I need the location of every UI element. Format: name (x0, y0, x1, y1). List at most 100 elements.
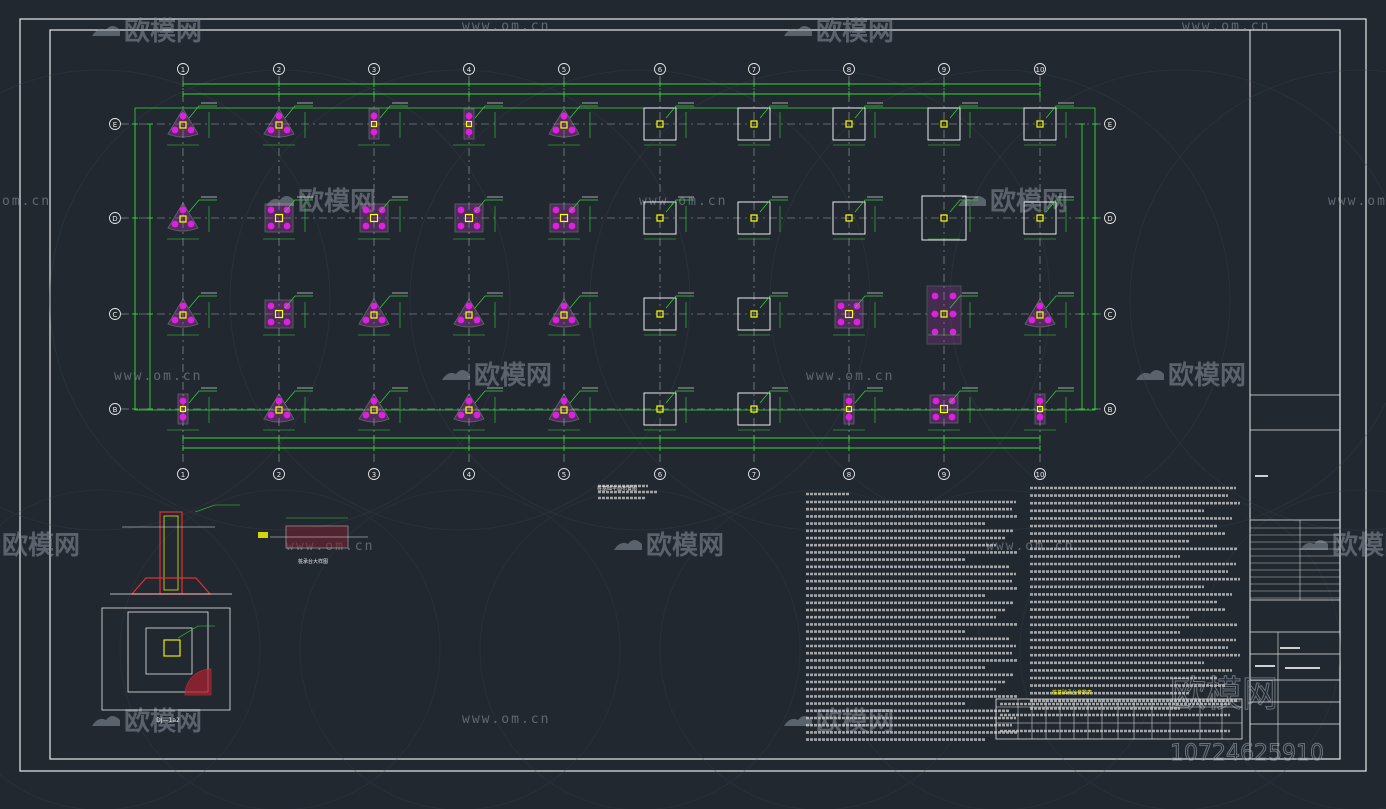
leader-line (569, 295, 598, 309)
axis-label-column: 1 (181, 66, 185, 74)
leader-line (949, 295, 978, 309)
axis-bubble (938, 63, 950, 75)
pile-marker (362, 316, 370, 324)
pile-marker (552, 126, 560, 134)
pier-outline (559, 213, 569, 223)
pile-marker (267, 302, 275, 310)
watermark-brand-text: 欧模网 (1332, 530, 1386, 561)
footing-tri (167, 102, 217, 146)
axis-bubble (748, 468, 760, 480)
leader-line (854, 105, 883, 119)
watermark-sofa-icon (784, 26, 812, 36)
pile-marker (568, 316, 576, 324)
spread-footing (737, 392, 771, 426)
watermark-logo: 欧模网 (92, 16, 202, 47)
axis-bubble (1104, 308, 1116, 320)
watermark-brand-text: 欧模网 (2, 530, 80, 561)
axis-bubble (558, 468, 570, 480)
pile-marker (171, 126, 179, 134)
pile-marker (457, 316, 465, 324)
leader-line (949, 199, 978, 213)
pile-marker (457, 222, 465, 230)
leader-line (474, 199, 503, 213)
footing-sq (1023, 102, 1074, 146)
axis-label-column: 2 (277, 471, 281, 479)
pier-outline (275, 121, 283, 129)
axis-bubble (1034, 63, 1046, 75)
pier-outline (656, 310, 664, 318)
table-title: 桩基础承台参数表 (1052, 689, 1092, 696)
pile-marker (362, 206, 370, 214)
pier-outline (1036, 120, 1044, 128)
leader-line (284, 105, 313, 119)
pile-marker (465, 302, 473, 310)
pier-outline (940, 214, 948, 222)
footing-quad (453, 196, 503, 240)
watermark-url-text: www.om.cn (462, 712, 550, 727)
axis-label-row: D (112, 215, 117, 223)
pile-marker (845, 397, 853, 405)
pier-outline (464, 213, 474, 223)
foundation-plan-title: 桩基础平面布置图 (597, 485, 637, 492)
pier-outline (560, 406, 568, 414)
pile-marker (267, 222, 275, 230)
axis-label-column: 5 (562, 66, 566, 74)
pier-outline (845, 120, 853, 128)
watermark-arc (1199, 489, 1386, 809)
axis-bubble (843, 63, 855, 75)
watermark-arc (229, 69, 691, 531)
pile-marker (457, 411, 465, 419)
pile-marker (179, 302, 187, 310)
leader-line (1045, 105, 1074, 119)
footing-quad (928, 387, 978, 431)
pile-marker (552, 316, 560, 324)
footing-sq (737, 196, 788, 240)
rect-cap (368, 108, 380, 140)
watermark-arc (299, 489, 621, 809)
pier-outline (274, 213, 284, 223)
watermark-sofa-icon (958, 196, 986, 206)
footing-quad (358, 196, 408, 240)
footing-sq (737, 102, 788, 146)
watermark-url-text: www.om.cn (462, 19, 550, 34)
leader-line (569, 199, 598, 213)
pile-marker (275, 112, 283, 120)
pile-marker (948, 413, 956, 421)
leader-line (759, 390, 788, 404)
watermark-logo: 欧模网 (958, 186, 1068, 217)
plan-step-outer (127, 611, 209, 693)
watermark-arc (0, 69, 331, 531)
design-notes (598, 484, 1243, 741)
watermark-brand-text: 欧模网 (124, 16, 202, 47)
outer-border (19, 18, 1367, 772)
pile-marker (370, 112, 378, 120)
watermark-arc (479, 489, 801, 809)
leader-line (854, 390, 883, 404)
rect-cap (463, 108, 475, 140)
pile-marker (1036, 413, 1044, 421)
leader-line (474, 295, 503, 309)
axis-bubble (177, 63, 189, 75)
axis-label-column: 9 (942, 66, 946, 74)
leader-line (188, 105, 217, 119)
pile-marker (1036, 397, 1044, 405)
axis-label-column: 8 (847, 66, 851, 74)
plan-step-inner (145, 627, 193, 675)
spread-footing (927, 107, 961, 141)
rect-cap (843, 393, 855, 425)
hatch-quadrant (184, 668, 212, 696)
axis-bubble (109, 118, 121, 130)
axis-bubble (177, 468, 189, 480)
pier-outline (179, 311, 187, 319)
footing-tri (167, 196, 217, 240)
watermark-url-text: www.om.cn (1182, 19, 1270, 34)
pier-outline (656, 405, 664, 413)
pile-marker (179, 413, 187, 421)
footing-sq (832, 102, 883, 146)
pier-outline (844, 309, 854, 319)
footing-sq (643, 292, 694, 336)
pile-marker (465, 397, 473, 405)
footing-tri (548, 292, 598, 336)
footing-quad (833, 292, 883, 336)
watermark-sofa-icon (1136, 370, 1164, 380)
